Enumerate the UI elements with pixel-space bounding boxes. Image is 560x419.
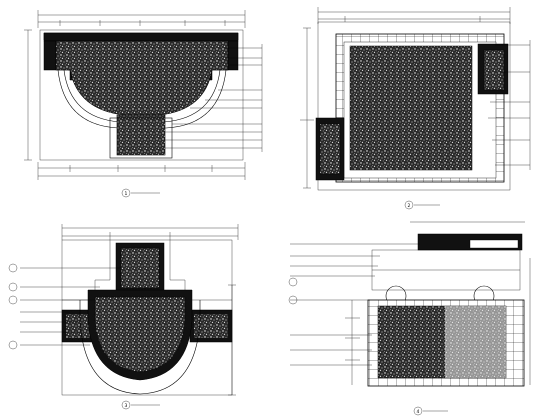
dimension-lines xyxy=(345,221,531,385)
annotation-leaders xyxy=(488,40,531,170)
plan-view-2: 2 xyxy=(300,7,531,210)
drawing-number: 3 xyxy=(125,403,128,409)
drawing-title-1: 1 xyxy=(121,188,160,198)
drawing-number: 2 xyxy=(408,203,411,209)
dimension-lines xyxy=(24,10,246,180)
annotation-leaders xyxy=(165,44,263,152)
dimension-lines xyxy=(300,7,511,189)
annotation-leaders xyxy=(288,243,420,366)
plan-view-3: 3 xyxy=(8,224,239,410)
drawing-title-3: 3 xyxy=(121,400,160,410)
annotation-leaders xyxy=(8,263,120,350)
plan-view-4: 4 xyxy=(288,221,531,416)
drawing-number: 1 xyxy=(125,191,128,197)
drawing-number: 4 xyxy=(417,409,420,415)
plan-view-1: 1 xyxy=(24,10,263,198)
drawing-title-2: 2 xyxy=(404,200,440,210)
drawing-title-4: 4 xyxy=(413,406,448,416)
